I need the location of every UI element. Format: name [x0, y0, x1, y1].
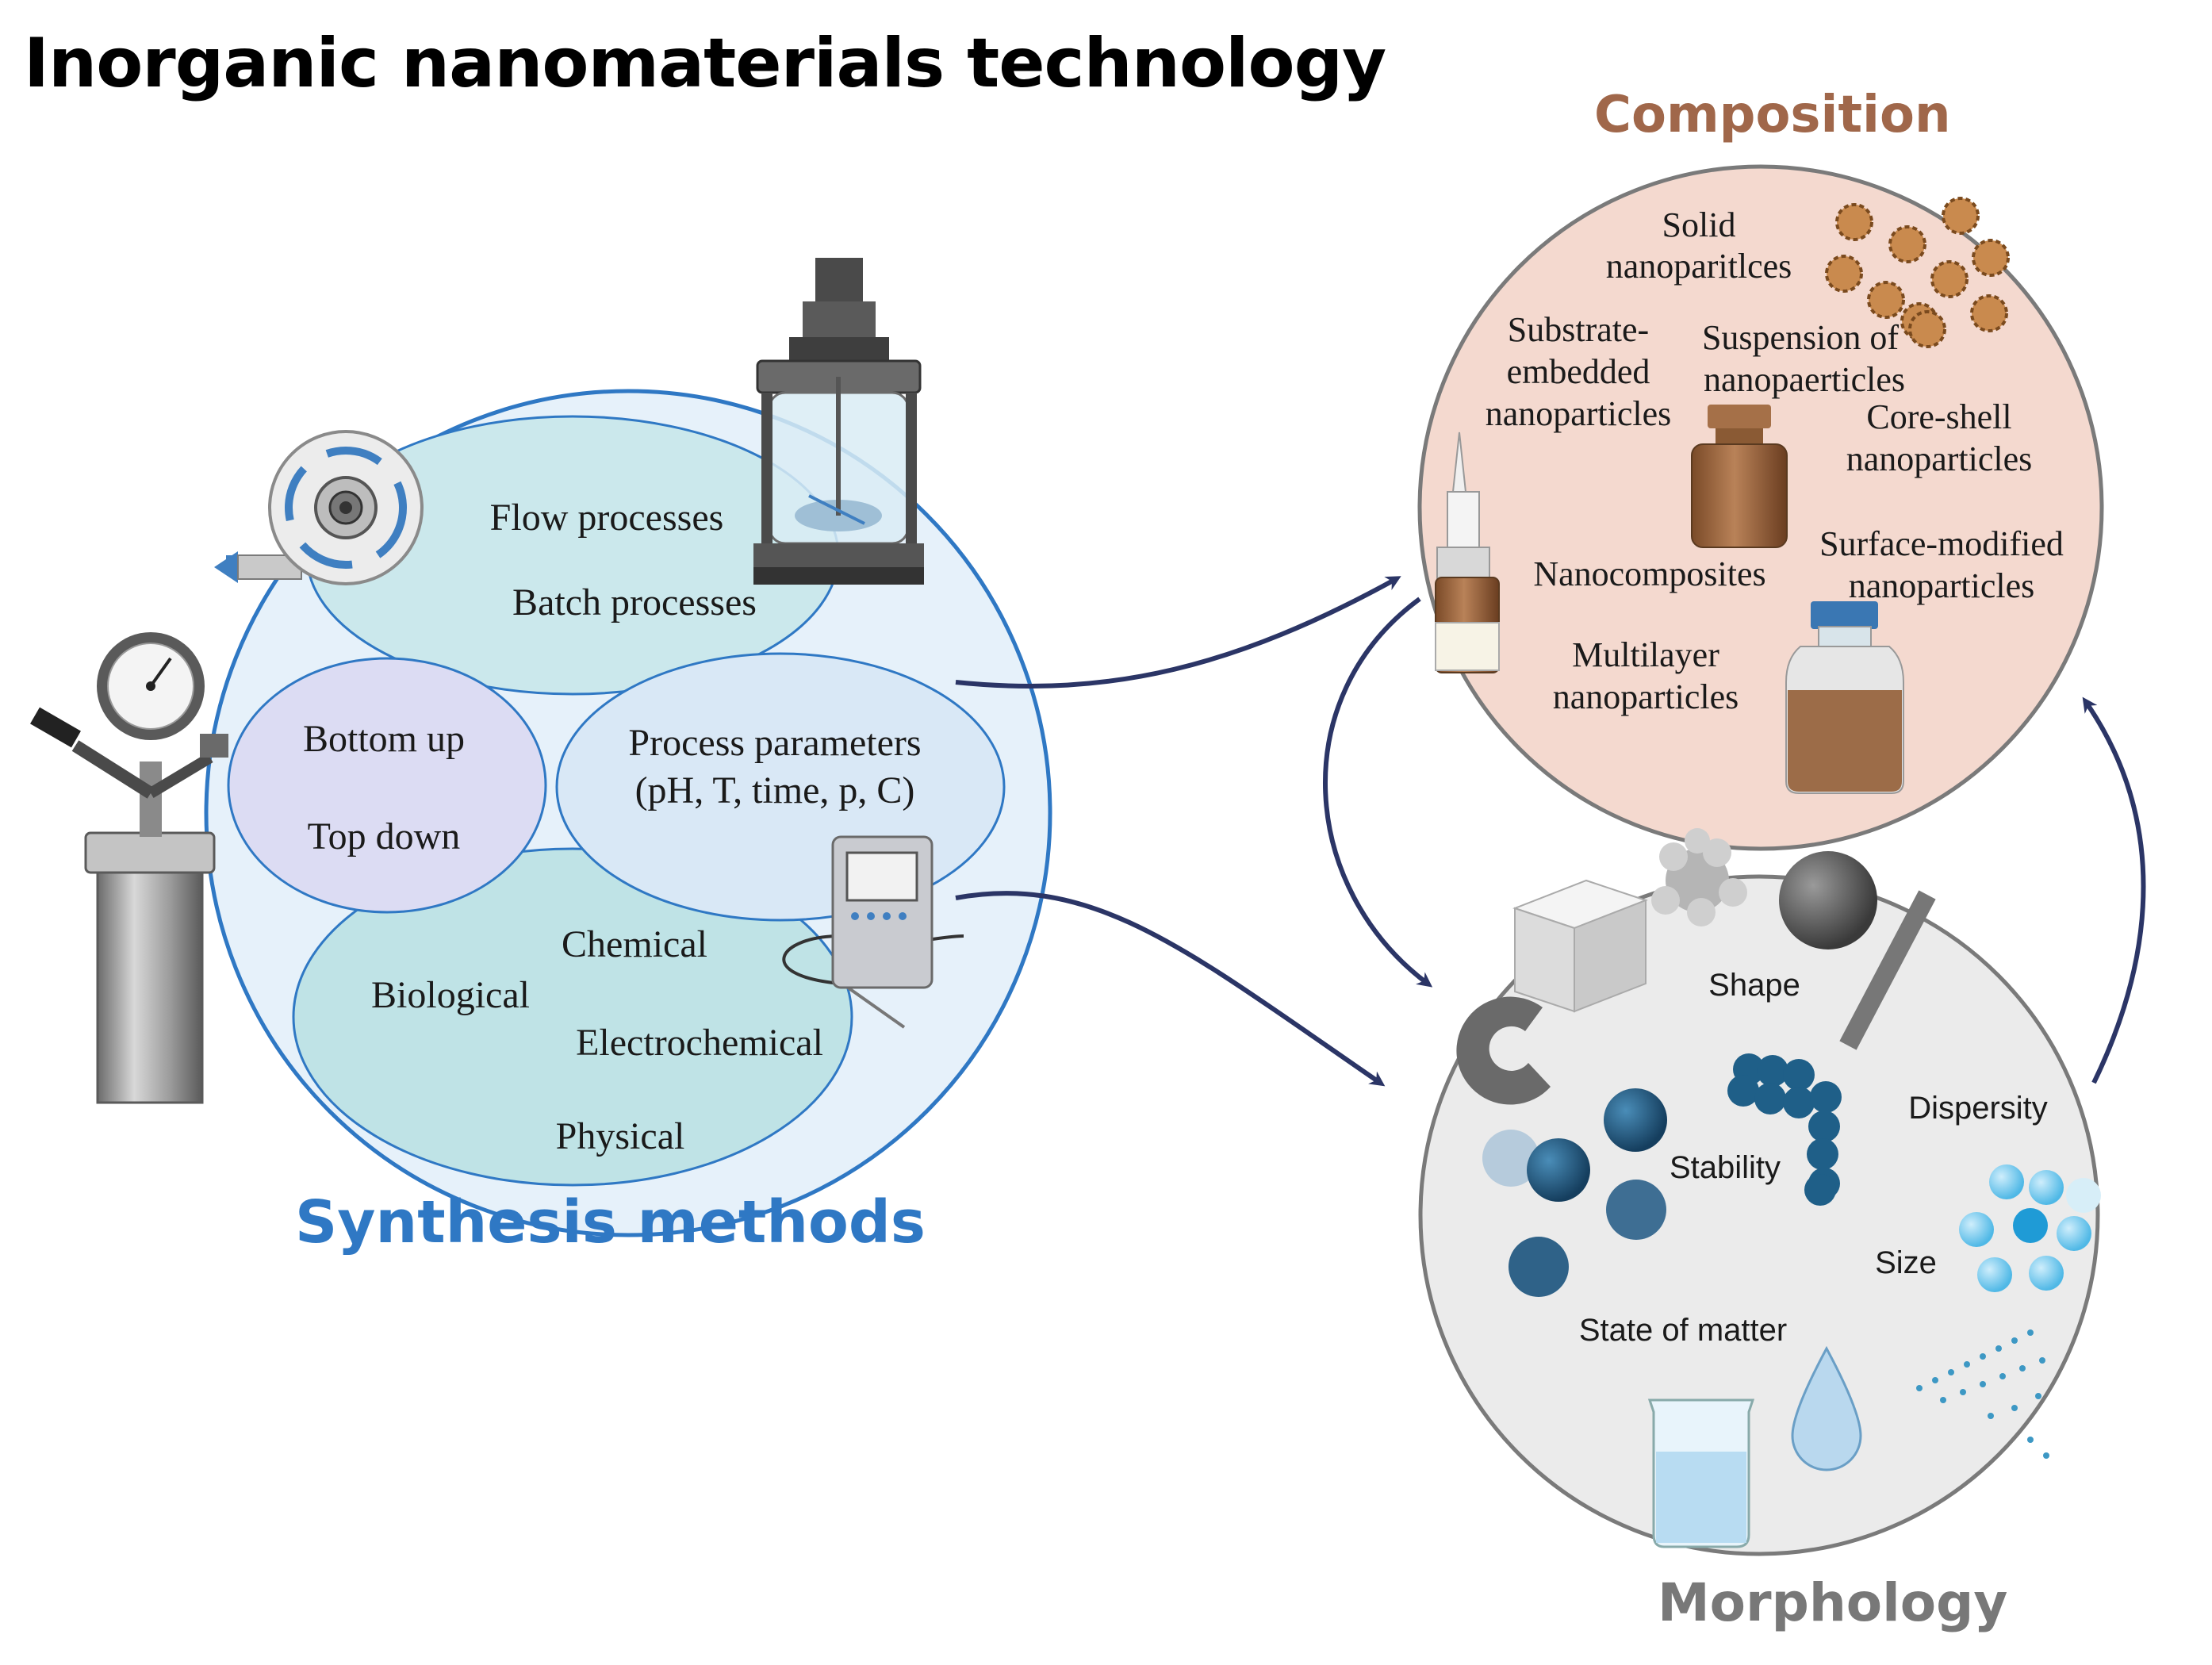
- suspension-np-label-1: Suspension of: [1702, 318, 1899, 357]
- suspension-np-label-2: nanopaerticles: [1704, 360, 1905, 399]
- amber-vial-icon: [1691, 405, 1788, 548]
- solid-np-label-1: Solid: [1662, 205, 1736, 244]
- digital-thermometer-icon: [782, 835, 964, 1029]
- state-of-matter-label: State of matter: [1579, 1313, 1787, 1348]
- core-shell-label-2: nanoparticles: [1846, 439, 2033, 478]
- chain-particles: [1727, 1053, 1842, 1206]
- sphere-icon: [1779, 851, 1877, 950]
- droplet-icon: [1791, 1345, 1862, 1471]
- core-shell-label-1: Core-shell: [1866, 397, 2011, 436]
- substrate-np-label-3: nanoparticles: [1486, 394, 1672, 433]
- parameters-title: Process parameters: [628, 722, 921, 764]
- dropper-bottle-icon: [1435, 432, 1500, 673]
- arrow-synthesis-to-morphology: [955, 891, 1386, 1087]
- bottom-up-label: Bottom up: [303, 718, 465, 760]
- arrow-composition-to-morphology: [1323, 597, 1433, 988]
- beaker-icon: [1647, 1398, 1755, 1548]
- surface-modified-label-2: nanoparticles: [1849, 566, 2035, 605]
- biological-label: Biological: [371, 974, 530, 1016]
- electrochemical-label: Electrochemical: [576, 1022, 823, 1064]
- parameters-list: (pH, T, time, p, C): [635, 769, 915, 811]
- cluster-particle-icon: [1651, 828, 1747, 926]
- synthesis-heading: Synthesis methods: [295, 1188, 926, 1256]
- arrow-morphology-to-composition: [2082, 696, 2146, 1084]
- approach-ellipse: [227, 657, 547, 914]
- size-particles: [1959, 1164, 2101, 1292]
- morphology-circle: [1418, 874, 2100, 1556]
- substrate-np-label-2: embedded: [1507, 352, 1650, 391]
- flow-arrows: [955, 576, 2146, 1087]
- multilayer-label-1: Multilayer: [1572, 635, 1719, 674]
- shape-label: Shape: [1708, 968, 1800, 1003]
- cube-icon: [1512, 879, 1648, 1013]
- stability-label: Stability: [1670, 1150, 1781, 1185]
- composition-heading: Composition: [1594, 86, 1951, 144]
- chemical-label: Chemical: [562, 923, 707, 965]
- size-label: Size: [1875, 1245, 1937, 1280]
- method-types-ellipse: [292, 847, 853, 1187]
- nanoparticle-icon: [1825, 197, 2010, 348]
- physical-label: Physical: [556, 1115, 685, 1157]
- nanocomposites-label: Nanocomposites: [1533, 554, 1765, 593]
- dispersed-dots: [1916, 1329, 2049, 1459]
- media-bottle-icon: [1785, 601, 1904, 794]
- pump-icon: [214, 430, 424, 585]
- morphology-heading: Morphology: [1658, 1572, 2008, 1633]
- pressure-reactor-icon: [30, 632, 228, 1104]
- batch-processes-label: Batch processes: [512, 581, 757, 623]
- torus-icon: [1456, 996, 1551, 1105]
- solid-np-label-2: nanoparitlces: [1606, 247, 1792, 286]
- glass-reactor-icon: [753, 258, 924, 585]
- page-title: Inorganic nanomaterials technology: [24, 24, 1386, 103]
- multilayer-label-2: nanoparticles: [1553, 677, 1739, 716]
- dispersity-label: Dispersity: [1908, 1091, 2048, 1126]
- flow-processes-label: Flow processes: [490, 497, 724, 539]
- substrate-np-label-1: Substrate-: [1508, 310, 1649, 349]
- top-down-label: Top down: [308, 815, 461, 857]
- stability-particles: [1482, 1088, 1667, 1297]
- arrow-synthesis-to-composition: [955, 576, 1401, 689]
- surface-modified-label-1: Surface-modified: [1819, 524, 2064, 563]
- rod-icon: [1839, 890, 1936, 1050]
